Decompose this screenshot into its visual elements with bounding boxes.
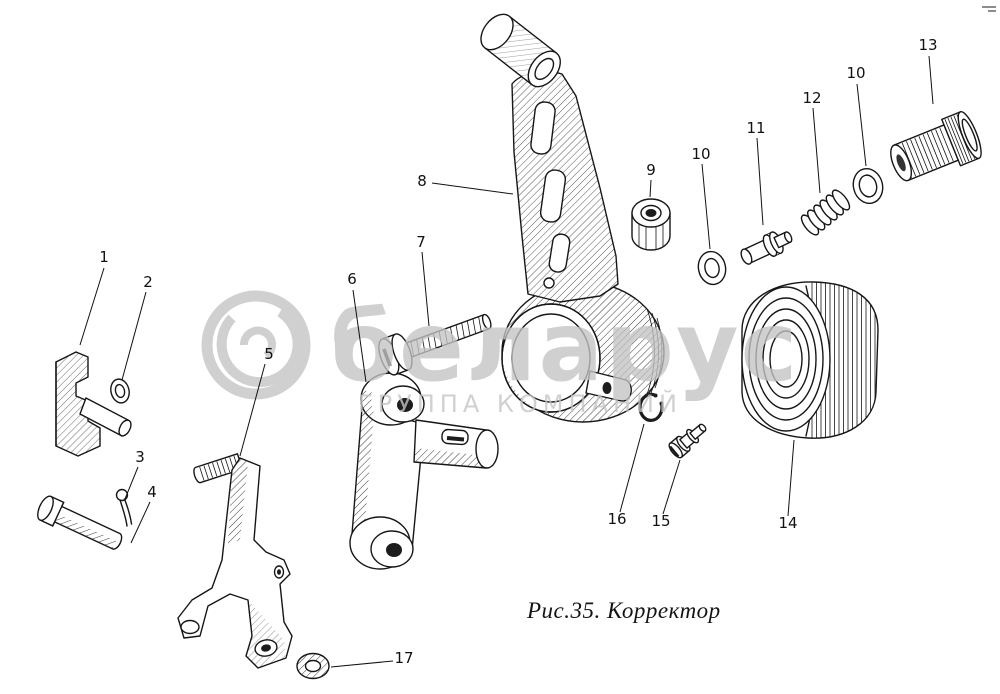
part-17-washer <box>296 652 330 680</box>
callout-2-part-number-2: 2 <box>143 273 153 291</box>
callout-5-leader-line <box>239 363 266 457</box>
part-14-cap-nut <box>741 281 879 439</box>
part-4-cotter-pin <box>115 488 133 527</box>
parts-artwork <box>37 13 982 680</box>
part-13-threaded-plug <box>890 111 982 182</box>
callout-10-leader-line <box>701 163 711 250</box>
callout-12-leader-line <box>812 107 821 194</box>
watermark-subtitle: ГРУППА КОМПАНИЙ <box>358 389 682 418</box>
watermark-title: беларус <box>330 291 799 403</box>
part-3-pin <box>37 495 123 550</box>
callout-16-part-number-15: 15 <box>651 512 670 530</box>
part-10-washer-a <box>697 250 727 286</box>
part-16-snap-ring <box>638 392 664 422</box>
callout-11-leader-line <box>756 137 764 226</box>
callout-17-part-number-16: 16 <box>607 510 626 528</box>
callout-8-part-number-8: 8 <box>417 172 427 190</box>
watermark: беларус ГРУППА КОМПАНИЙ <box>201 290 799 418</box>
callout-8-leader-line <box>431 182 514 195</box>
part-8-lever-arm <box>480 13 665 423</box>
callout-6-part-number-6: 6 <box>347 270 357 288</box>
corner-artifact <box>982 6 996 12</box>
callout-7-leader-line <box>421 251 430 327</box>
part-7-bolt <box>378 313 492 376</box>
callout-14-leader-line <box>928 55 934 105</box>
figure-caption: Рис.35. Корректор <box>526 598 721 623</box>
callout-9-leader-line <box>649 179 652 198</box>
callout-7-part-number-7: 7 <box>416 233 426 251</box>
part-2-washer <box>110 378 130 404</box>
callout-4-leader-line <box>130 501 151 544</box>
part-9-nut <box>631 198 671 251</box>
callout-15-part-number-14: 14 <box>778 514 797 532</box>
callout-18-leader-line <box>330 660 394 668</box>
part-11-valve-fitting <box>740 231 793 265</box>
callout-15-leader-line <box>787 439 795 517</box>
callout-12-part-number-12: 12 <box>802 89 821 107</box>
callout-3-leader-line <box>124 466 139 500</box>
part-10-washer-b <box>852 167 884 205</box>
callout-5-part-number-5: 5 <box>264 345 274 363</box>
callout-2-leader-line <box>121 291 147 381</box>
callout-11-part-number-11: 11 <box>746 119 765 137</box>
callout-4-part-number-4: 4 <box>147 483 157 501</box>
part-1-fork-bracket <box>55 351 132 457</box>
callout-13-part-number-10: 10 <box>846 64 865 82</box>
callout-9-part-number-9: 9 <box>646 161 656 179</box>
callout-16-leader-line <box>662 459 681 515</box>
callout-6-leader-line <box>352 289 367 383</box>
callout-17-leader-line <box>619 423 645 513</box>
part-15-screw <box>668 423 707 459</box>
part-5-bracket <box>177 453 293 669</box>
callout-14-part-number-13: 13 <box>918 36 937 54</box>
watermark-logo <box>201 290 311 400</box>
callout-3-part-number-3: 3 <box>135 448 145 466</box>
part-6-housing-block <box>349 372 499 570</box>
callout-1-leader-line <box>79 267 105 346</box>
part-5-threaded-stud <box>193 453 244 484</box>
part-12-spring <box>800 189 851 236</box>
callout-1-part-number-1: 1 <box>99 248 109 266</box>
callout-13-leader-line <box>856 83 867 167</box>
callout-18-part-number-17: 17 <box>394 649 413 667</box>
callout-10-part-number-10: 10 <box>691 145 710 163</box>
